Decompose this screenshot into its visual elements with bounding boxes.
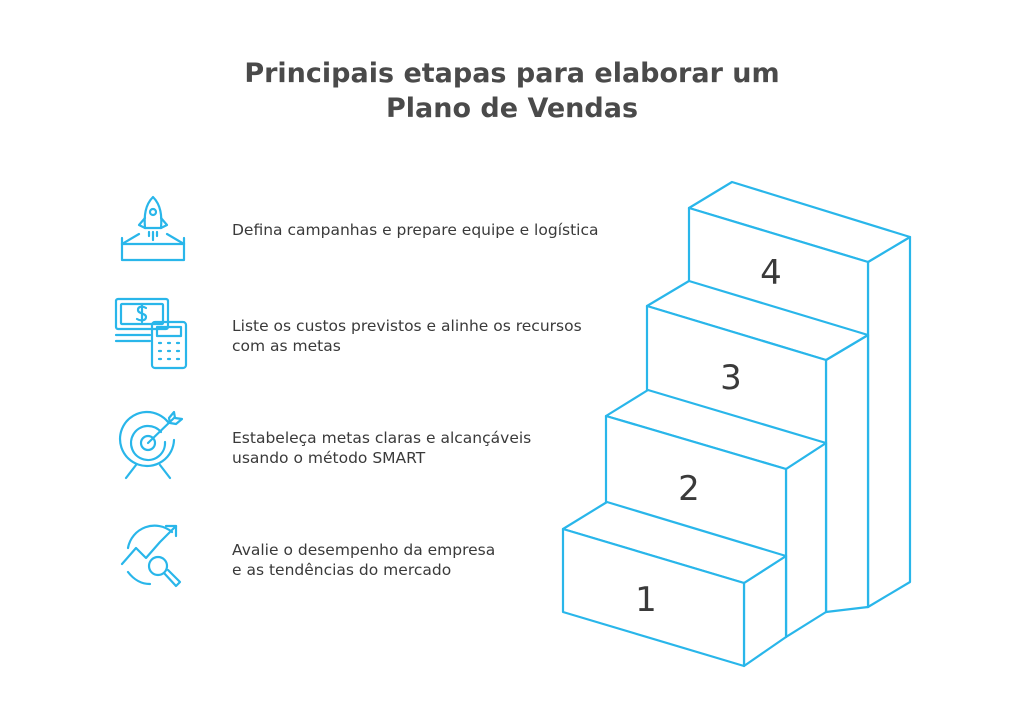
step-3-description: Liste os custos previstos e alinhe os re… [232, 317, 582, 355]
page-title: Principais etapas para elaborar um Plano… [0, 56, 1024, 126]
step-2-description: Estabeleça metas claras e alcançáveis us… [232, 429, 532, 467]
trend-magnifier-icon [120, 524, 182, 588]
step-1-number: 1 [635, 580, 657, 620]
title-line-1: Principais etapas para elaborar um [244, 58, 780, 89]
step-4-number: 4 [760, 253, 782, 293]
step-1-block [561, 500, 788, 668]
title-line-2: Plano de Vendas [385, 93, 639, 124]
target-arrow-icon [118, 410, 184, 480]
rocket-launch-icon [120, 195, 186, 262]
step-1-description: Avalie o desempenho da empresa e as tend… [232, 541, 496, 579]
step-3-number: 3 [720, 358, 742, 398]
step-4-description: Defina campanhas e prepare equipe e logí… [232, 221, 599, 239]
step-2-number: 2 [678, 469, 700, 509]
money-calculator-icon [114, 297, 188, 370]
